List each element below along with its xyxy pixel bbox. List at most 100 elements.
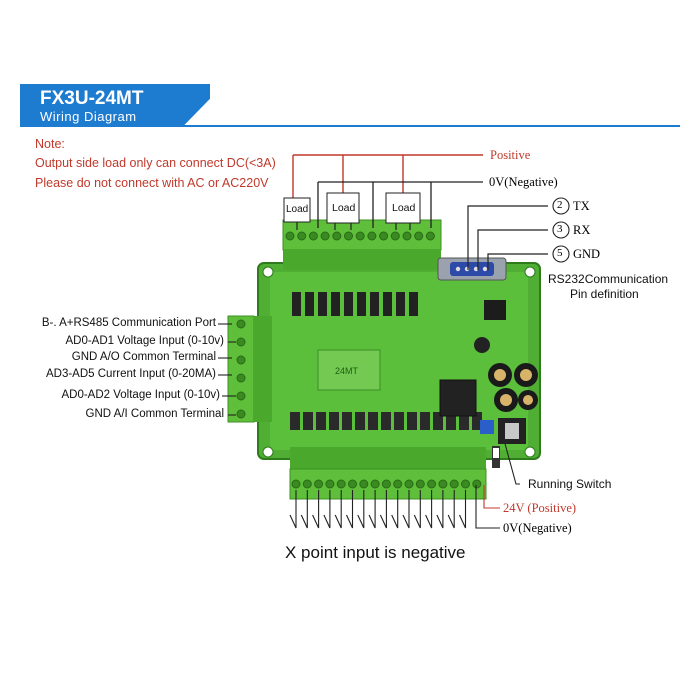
terminal-screw <box>332 231 342 241</box>
input-optocoupler <box>290 412 300 430</box>
input-optocoupler <box>394 412 404 430</box>
terminal-screw <box>381 479 391 489</box>
input-wire <box>391 490 399 529</box>
positive-wiring <box>292 154 483 198</box>
left-label-ad0-ad1: AD0-AD1 Voltage Input (0-10v) <box>65 335 224 347</box>
left-pointer-lines <box>218 323 236 416</box>
negative-label: 0V(Negative) <box>489 175 558 189</box>
input-optocoupler <box>446 412 456 430</box>
diagram-subtitle: Wiring Diagram <box>40 109 137 124</box>
bottom-caption: X point input is negative <box>285 543 466 562</box>
input-optocoupler <box>368 412 378 430</box>
left-label-rs485: B-. A+RS485 Communication Port <box>41 317 216 329</box>
rs232-caption-line2: Pin definition <box>570 287 639 301</box>
pin-label-tx: TX <box>573 199 590 213</box>
terminal-screw <box>285 231 295 241</box>
input-wire <box>334 490 342 529</box>
terminal-screw <box>359 479 369 489</box>
positive-24v-label: 24V (Positive) <box>503 501 577 515</box>
output-transistor <box>305 292 314 316</box>
input-wire <box>436 490 444 529</box>
db9-connector <box>437 257 507 281</box>
output-transistor <box>396 292 405 316</box>
terminal-screw <box>236 409 246 419</box>
pin-number-rx: 3 <box>557 223 563 235</box>
output-transistor <box>357 292 366 316</box>
terminal-screw <box>236 391 246 401</box>
input-wire <box>323 490 331 529</box>
left-label-gnd-ao: GND A/O Common Terminal <box>71 351 216 363</box>
terminal-screw <box>236 337 246 347</box>
input-wire <box>300 490 308 529</box>
input-optocoupler <box>381 412 391 430</box>
header-banner <box>20 84 210 126</box>
output-transistor <box>318 292 327 316</box>
main-mcu-chip <box>439 379 477 417</box>
input-wire <box>379 490 387 529</box>
terminal-screw <box>415 479 425 489</box>
terminal-screw <box>449 479 459 489</box>
positive-label: Positive <box>490 148 531 162</box>
terminal-screw <box>438 479 448 489</box>
load-boxes <box>283 192 421 224</box>
terminal-screw <box>348 479 357 489</box>
terminal-screw <box>355 231 365 241</box>
terminal-screw <box>402 231 412 241</box>
terminal-screw <box>308 231 318 241</box>
left-label-gnd-ai: GND A/I Common Terminal <box>85 408 224 420</box>
terminal-screw <box>472 479 482 489</box>
input-optocoupler <box>316 412 326 430</box>
left-label-ad0-ad2: AD0-AD2 Voltage Input (0-10v) <box>61 389 220 401</box>
terminal-screw <box>302 479 312 489</box>
negative-0v-label: 0V(Negative) <box>503 521 572 535</box>
input-optocoupler <box>303 412 313 430</box>
terminal-screw <box>370 479 380 489</box>
terminal-screw <box>291 479 301 489</box>
input-wire <box>413 490 421 529</box>
negative-wiring <box>317 181 483 228</box>
rs232-caption-line1: RS232Communication <box>548 272 669 286</box>
load-label-1: Load <box>286 204 309 215</box>
output-transistor <box>370 292 379 316</box>
pin-number-tx: 2 <box>557 199 563 211</box>
note-heading: Note: <box>35 137 65 151</box>
input-optocoupler <box>433 412 443 430</box>
input-optocoupler <box>355 412 365 430</box>
bottom-terminal-block <box>289 447 487 500</box>
terminal-screw <box>297 231 307 241</box>
terminal-screw <box>427 479 437 489</box>
input-wire <box>425 490 433 529</box>
diagram-title: FX3U-24MT <box>40 88 144 109</box>
board-marking: 24MT <box>335 366 359 376</box>
note-line-2: Please do not connect with AC or AC220V <box>35 176 269 190</box>
pin-label-gnd: GND <box>573 247 601 261</box>
output-transistor <box>331 292 340 316</box>
terminal-screw <box>414 231 424 241</box>
left-label-ad3-ad5: AD3-AD5 Current Input (0-20MA) <box>45 368 216 380</box>
rs232-pin-circles <box>552 197 570 263</box>
terminal-screw <box>367 231 377 241</box>
pin-label-rx: RX <box>573 223 591 237</box>
input-optocoupler <box>342 412 352 430</box>
note-line-1: Output side load only can connect DC(<3A… <box>35 156 276 170</box>
terminal-screw <box>320 231 330 241</box>
header-rule <box>20 125 680 127</box>
output-transistor <box>344 292 353 316</box>
output-transistor-row <box>292 292 418 316</box>
terminal-screw <box>336 479 346 489</box>
input-optocoupler <box>420 412 430 430</box>
input-optocoupler <box>329 412 339 430</box>
terminal-screw <box>404 479 414 489</box>
secondary-chip <box>317 349 381 391</box>
terminal-screw <box>390 231 400 241</box>
load-label-3: Load <box>392 202 416 214</box>
input-wires <box>289 490 467 529</box>
input-wire <box>459 490 467 529</box>
pin-number-gnd: 5 <box>557 247 563 259</box>
input-optocoupler <box>459 412 469 430</box>
input-wire <box>447 490 455 529</box>
input-optocoupler-row <box>290 412 482 430</box>
left-terminal-block <box>227 315 272 423</box>
capacitors <box>474 300 538 412</box>
